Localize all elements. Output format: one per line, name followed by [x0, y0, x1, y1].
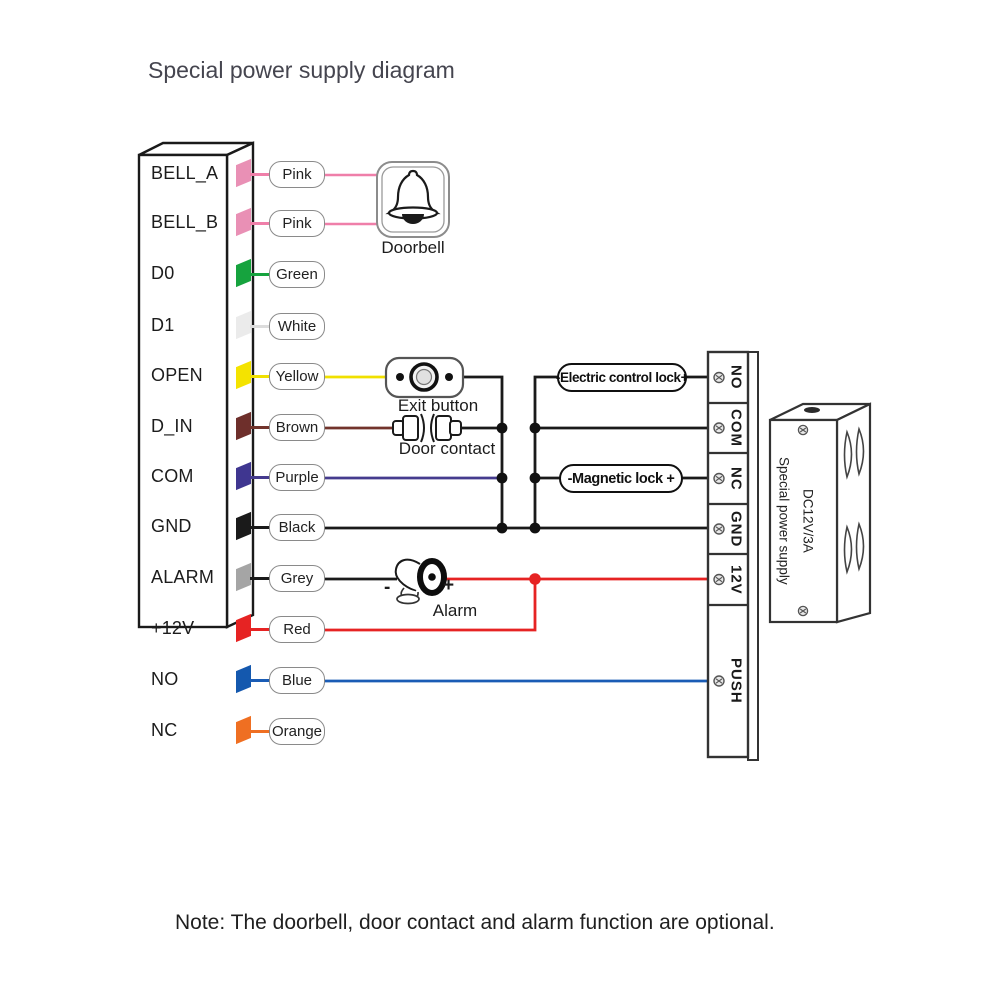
junction-dot-red [529, 573, 541, 585]
screw-icon [797, 424, 809, 436]
screw-icon [713, 371, 725, 384]
screw-icon [713, 472, 725, 485]
alarm-siren-icon [394, 558, 447, 605]
left-block-front-face [137, 153, 229, 629]
terminal-screws [713, 371, 725, 687]
wire-lock-bus [533, 375, 558, 528]
wire-12v-red [325, 579, 537, 632]
junction-dots [496, 422, 541, 585]
screw-icon [713, 573, 725, 586]
left-block-side-face [225, 141, 255, 629]
psu-screws [797, 424, 809, 617]
door-contact-icon [392, 413, 462, 443]
junction-dot [496, 472, 508, 484]
psu-top-slot [804, 407, 820, 413]
junction-dot [529, 522, 541, 534]
junction-dot [529, 472, 541, 484]
psu-side-face [835, 402, 872, 624]
junction-dot [496, 522, 508, 534]
screw-icon [713, 675, 725, 687]
psu-front-face [768, 418, 839, 624]
psu-vent-slots [843, 426, 865, 575]
wire-harness [325, 173, 708, 683]
terminal-dividers [708, 401, 748, 607]
doorbell-icon [376, 161, 450, 238]
screw-icon [713, 422, 725, 434]
junction-dot [529, 422, 541, 434]
terminal-block-rail [747, 351, 759, 761]
power-supply-box [768, 402, 872, 624]
screw-icon [713, 523, 725, 535]
left-terminal-block [137, 141, 255, 629]
junction-dot [496, 422, 508, 434]
right-terminal-block [706, 350, 759, 761]
exit-button-icon [384, 356, 465, 399]
wire-exit-bus [462, 375, 504, 528]
screw-icon [797, 605, 809, 617]
